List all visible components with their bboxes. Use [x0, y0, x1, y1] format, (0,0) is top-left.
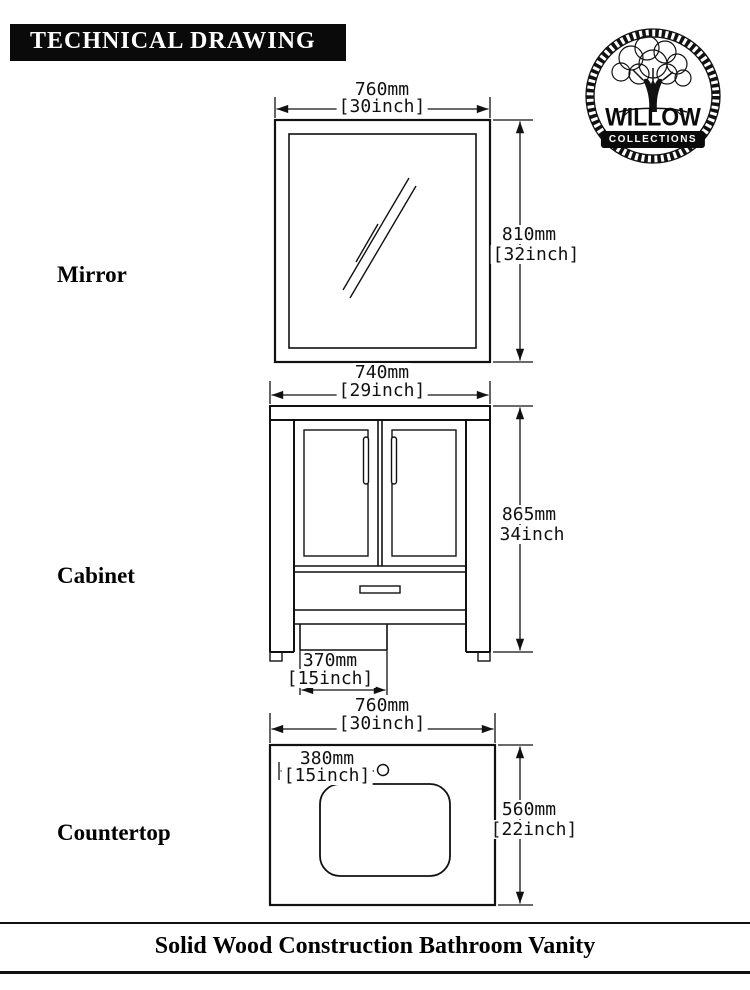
cabinet-left-foot	[269, 651, 283, 662]
cabinet-height-in: 34inch	[497, 524, 567, 545]
countertop-faucet-mm: 380mm	[297, 748, 357, 769]
countertop-depth-in: [22inch]	[488, 819, 580, 840]
cabinet-width-in: [29inch]	[336, 380, 428, 401]
countertop-width-mm: 760mm	[352, 695, 412, 716]
page-title-text: TECHNICAL DRAWING	[30, 28, 316, 54]
cabinet-left-door-glass	[303, 429, 369, 557]
cabinet-right-door-glass	[391, 429, 457, 557]
cabinet-width-mm: 740mm	[352, 362, 412, 383]
mirror-width-mm: 760mm	[352, 79, 412, 100]
mirror-height-mm: 810mm	[499, 224, 559, 245]
cabinet-left-door-handle	[362, 436, 370, 485]
cabinet-right-door-handle	[390, 436, 398, 485]
mirror-glass-reflection	[342, 177, 417, 299]
logo: WILLOW COLLECTIONS	[582, 18, 724, 178]
cabinet-height-mm: 865mm	[499, 504, 559, 525]
cabinet-depth-in: [15inch]	[284, 668, 376, 689]
mirror-label: Mirror	[57, 262, 127, 287]
footer-divider-top	[0, 922, 750, 924]
sink-basin	[319, 783, 451, 877]
mirror-width-in: [30inch]	[336, 96, 428, 117]
willow-tree-icon	[611, 35, 692, 118]
cabinet-base-projection	[299, 624, 388, 651]
countertop-faucet-in: [15inch]	[281, 765, 373, 786]
cabinet-right-foot	[477, 651, 491, 662]
countertop-label: Countertop	[57, 820, 171, 845]
faucet-hole	[376, 763, 390, 777]
logo-graphic	[585, 28, 721, 164]
footer-title: Solid Wood Construction Bathroom Vanity	[154, 933, 596, 959]
countertop-depth-mm: 560mm	[499, 799, 559, 820]
page-title: TECHNICAL DRAWING	[10, 24, 346, 61]
logo-wordmark: WILLOW	[605, 102, 701, 131]
cabinet-label: Cabinet	[57, 563, 135, 588]
mirror-drawing	[273, 118, 492, 364]
cabinet-drawing	[269, 405, 491, 662]
countertop-width-in: [30inch]	[336, 713, 428, 734]
mirror-height-in: [32inch]	[490, 244, 582, 265]
cabinet-drawer-handle	[359, 585, 401, 594]
logo-subtitle-badge: COLLECTIONS	[600, 131, 706, 148]
cabinet-depth-mm: 370mm	[300, 650, 360, 671]
footer-divider-bottom	[0, 971, 750, 974]
